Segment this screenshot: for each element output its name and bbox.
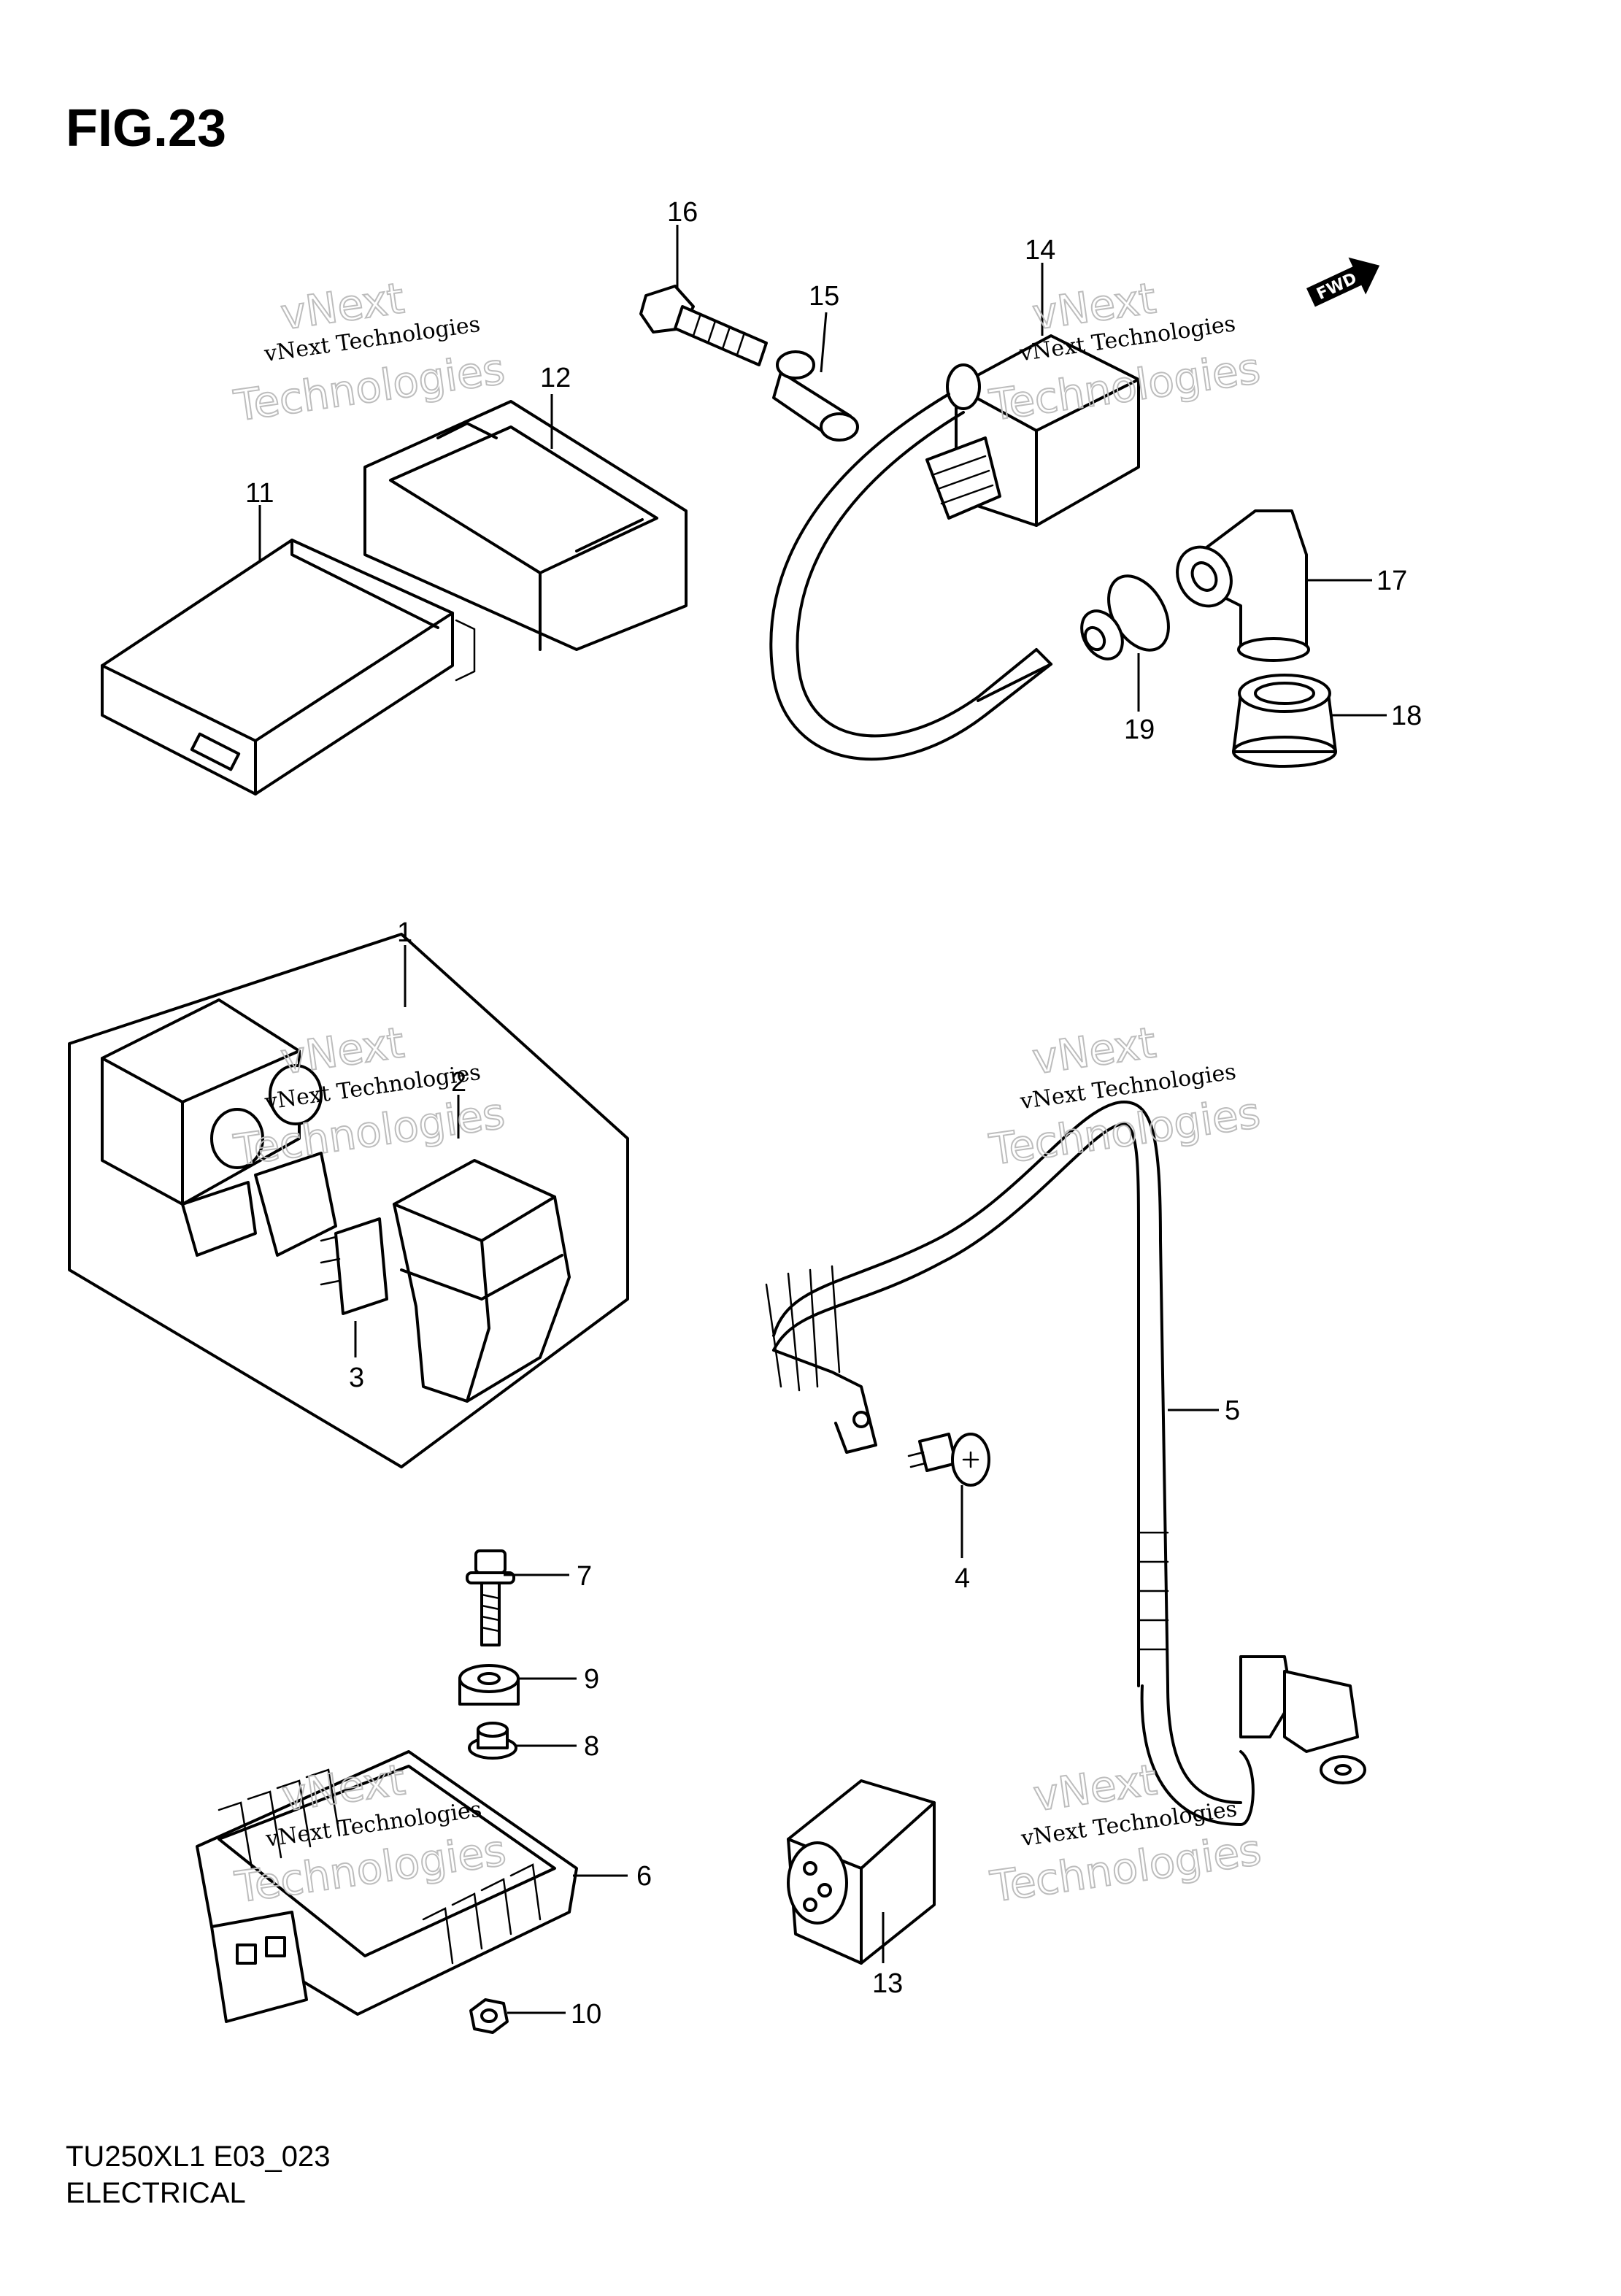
part-18-cover: [1232, 674, 1337, 768]
callout-3: 3: [349, 1363, 364, 1393]
callout-12: 12: [540, 363, 571, 393]
callout-17: 17: [1376, 566, 1407, 596]
part-3-fuse: [320, 1217, 388, 1315]
part-8-collar: [468, 1722, 517, 1760]
part-19-seal: [1080, 574, 1170, 660]
callout-19: 19: [1124, 714, 1155, 745]
part-2-relay-cover: [393, 1159, 571, 1403]
callout-1: 1: [397, 917, 412, 948]
callout-15: 15: [809, 281, 839, 312]
model-code: TU250XL1 E03_023: [66, 2141, 331, 2173]
callout-11: 11: [245, 478, 274, 509]
part-1-relay-assembly: [68, 933, 629, 1468]
callout-5: 5: [1225, 1395, 1240, 1426]
part-7-bolt: [466, 1549, 515, 1646]
part-16-bolt: [639, 285, 768, 366]
part-5-cable: [765, 1101, 1366, 1826]
callout-numbers: 16 15 14 12 11 17 18 19 1 2 3 5 4 7 9 8 …: [245, 197, 1422, 2030]
part-10-nut: [469, 1998, 509, 2034]
figure-title: FIG.23: [66, 99, 226, 158]
callout-4: 4: [955, 1563, 970, 1594]
callout-7: 7: [577, 1561, 592, 1592]
part-11-control-unit: [101, 539, 476, 795]
callout-2: 2: [451, 1067, 466, 1098]
part-14-ignition-coil: [769, 334, 1140, 761]
part-13-connector: [787, 1779, 936, 1965]
part-9-grommet: [458, 1664, 520, 1706]
part-12-holder: [363, 400, 688, 651]
section-name: ELECTRICAL: [66, 2177, 246, 2209]
part-6-regulator: [196, 1750, 578, 2023]
callout-16: 16: [667, 197, 698, 228]
callout-14: 14: [1025, 235, 1055, 266]
part-4-screw: [907, 1433, 990, 1487]
callout-10: 10: [571, 1999, 601, 2030]
callout-6: 6: [636, 1861, 652, 1892]
part-17-plug-cap: [1176, 509, 1310, 662]
callout-13: 13: [872, 1968, 903, 1999]
fwd-arrow-icon: FWD: [1306, 257, 1380, 307]
part-15-spacer: [772, 350, 859, 442]
callout-18: 18: [1391, 701, 1422, 731]
leader-lines: [258, 225, 1387, 2014]
callout-8: 8: [584, 1731, 599, 1762]
callout-9: 9: [584, 1664, 599, 1695]
